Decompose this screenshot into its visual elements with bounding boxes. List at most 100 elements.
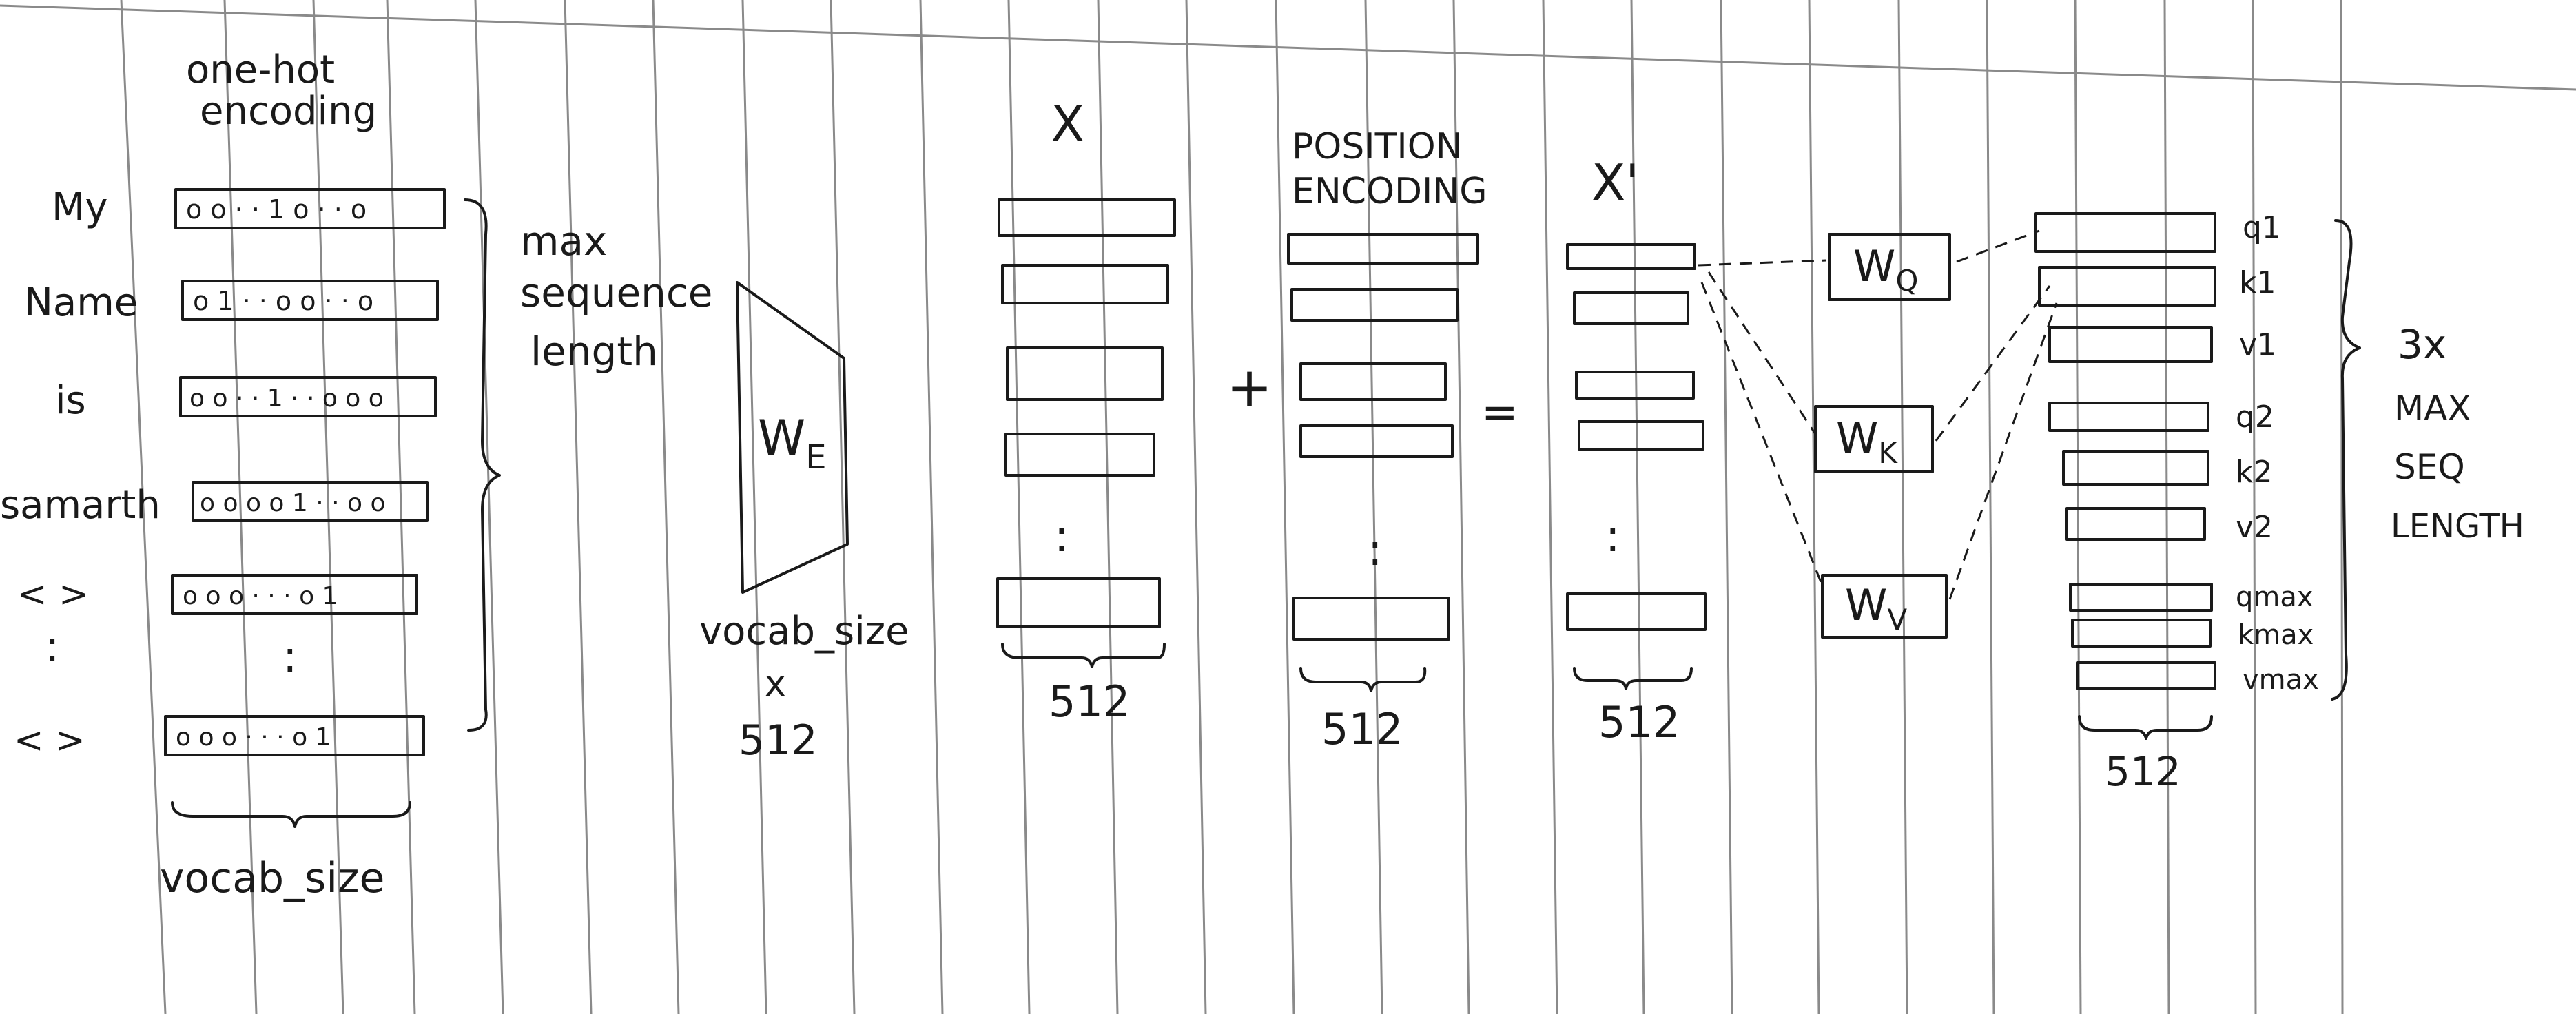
one-hot-cells-pad-2: o o o · · · o 1 [176, 723, 331, 752]
qkv-label-k1: k1 [2239, 265, 2276, 300]
pe-vertical-dots: : [1368, 525, 1383, 576]
qkv-brace-label-line2: MAX [2394, 389, 2471, 428]
qkv-row-vmax [2076, 661, 2216, 690]
qkv-row-q1 [2034, 212, 2216, 253]
x-row-4 [1004, 433, 1155, 477]
xp-row-4 [1578, 420, 1704, 451]
embedding-dim-line2: x [765, 663, 786, 705]
one-hot-title-line1: one-hot [186, 48, 335, 92]
embedding-dim-line3: 512 [739, 716, 818, 765]
qkv-dim-label: 512 [2105, 748, 2181, 795]
qkv-row-k2 [2062, 450, 2209, 486]
xp-vertical-dots: : [1605, 511, 1620, 562]
pe-row-3 [1299, 362, 1447, 401]
embedding-label: WE [758, 410, 827, 477]
one-hot-vector-my [174, 188, 446, 229]
x-prime-section: X' : 512 [1566, 154, 1707, 747]
qkv-dim-brace [2078, 715, 2213, 740]
wv-label: WV [1845, 580, 1907, 637]
wv-box [1821, 574, 1948, 639]
word-name: Name [24, 280, 138, 325]
xp-row-1 [1566, 243, 1696, 270]
pe-row-2 [1290, 288, 1459, 322]
wq-box [1828, 233, 1951, 301]
equals-operator: = [1481, 387, 1518, 438]
pe-row-4 [1299, 424, 1454, 458]
pe-dim-brace [1299, 667, 1427, 692]
position-label-line2: ENCODING [1292, 171, 1487, 212]
qkv-row-kmax [2071, 619, 2212, 648]
one-hot-cells-name: o 1 · · o o · · o [193, 286, 373, 316]
one-hot-vector-name [181, 280, 439, 321]
xp-row-2 [1573, 291, 1689, 325]
weights-section: WQ WK WV [1814, 233, 1951, 639]
word-my: My [52, 185, 107, 230]
wv-subscript: V [1887, 603, 1907, 637]
qkv-label-q1: q1 [2243, 210, 2281, 245]
projection-lines [1698, 229, 2058, 600]
qkv-brace-label-line3: SEQ [2394, 447, 2465, 487]
embedding-section: WE vocab_size x 512 [699, 281, 909, 765]
max-seq-label-line1: max [520, 218, 607, 265]
wk-label: WK [1836, 413, 1898, 470]
x-dim-label: 512 [1049, 676, 1130, 727]
qkv-brace-label-line1: 3x [2398, 321, 2446, 368]
qkv-row-qmax [2069, 583, 2213, 612]
wk-box [1814, 405, 1934, 473]
one-hot-cells-is: o o · · 1 · · o o o [189, 384, 384, 413]
qkv-row-v1 [2048, 326, 2213, 363]
qkv-row-q2 [2048, 402, 2209, 432]
qkv-label-q2: q2 [2236, 400, 2274, 435]
position-label-line1: POSITION [1292, 126, 1463, 167]
embedding-dim-line1: vocab_size [699, 609, 909, 654]
x-dim-brace [1001, 643, 1166, 668]
max-seq-brace [464, 198, 501, 732]
vocab-brace [171, 801, 411, 828]
vertical-dots-middle: : [282, 632, 298, 683]
wq-label: WQ [1853, 241, 1918, 298]
x-label: X [1051, 95, 1084, 153]
xp-dim-label: 512 [1598, 697, 1680, 747]
word-is: is [55, 378, 86, 423]
x-row-1 [998, 198, 1176, 237]
one-hot-vector-pad-1 [171, 574, 418, 615]
embedding-trapezoid [736, 281, 849, 594]
x-row-3 [1006, 346, 1164, 401]
max-seq-label-line3: length [530, 328, 658, 375]
wk-subscript: K [1878, 436, 1898, 470]
x-prime-label: X' [1591, 154, 1639, 211]
pe-row-1 [1287, 233, 1479, 265]
xp-row-3 [1575, 371, 1695, 400]
x-row-last [996, 577, 1161, 628]
qkv-row-k1 [2038, 266, 2216, 307]
qkv-label-kmax: kmax [2238, 619, 2314, 651]
vocab-size-label: vocab_size [160, 854, 384, 902]
qkv-label-k2: k2 [2236, 455, 2272, 490]
qkv-label-qmax: qmax [2236, 581, 2314, 613]
qkv-section: q1 k1 v1 q2 k2 v2 qmax kmax vmax 512 3x … [2034, 210, 2524, 795]
word-pad-2: < > [14, 720, 85, 761]
max-seq-label-line2: sequence [520, 269, 713, 316]
one-hot-vector-pad-2 [164, 715, 425, 756]
qkv-label-v1: v1 [2239, 327, 2276, 362]
embedding-subscript: E [805, 438, 826, 477]
one-hot-cells-pad-1: o o o · · · o 1 [183, 582, 338, 610]
plus-operator: + [1226, 355, 1272, 420]
vertical-dots-left: : [45, 621, 60, 672]
xp-dim-brace [1573, 667, 1693, 690]
word-samarth: samarth [0, 483, 161, 528]
x-row-2 [1001, 264, 1169, 304]
one-hot-section: one-hot encoding My o o · · 1 o · · o Na… [0, 48, 713, 902]
qkv-brace [2331, 219, 2361, 701]
wq-subscript: Q [1895, 264, 1918, 298]
one-hot-vector-samarth [192, 481, 429, 522]
word-pad-1: < > [17, 574, 89, 615]
one-hot-title-line2: encoding [200, 89, 377, 134]
qkv-brace-label-line4: LENGTH [2391, 507, 2524, 546]
qkv-label-vmax: vmax [2243, 664, 2319, 696]
x-vertical-dots: : [1054, 511, 1069, 562]
xp-row-last [1566, 592, 1707, 631]
one-hot-cells-my: o o · · 1 o · · o [186, 194, 367, 225]
qkv-label-v2: v2 [2236, 510, 2273, 545]
